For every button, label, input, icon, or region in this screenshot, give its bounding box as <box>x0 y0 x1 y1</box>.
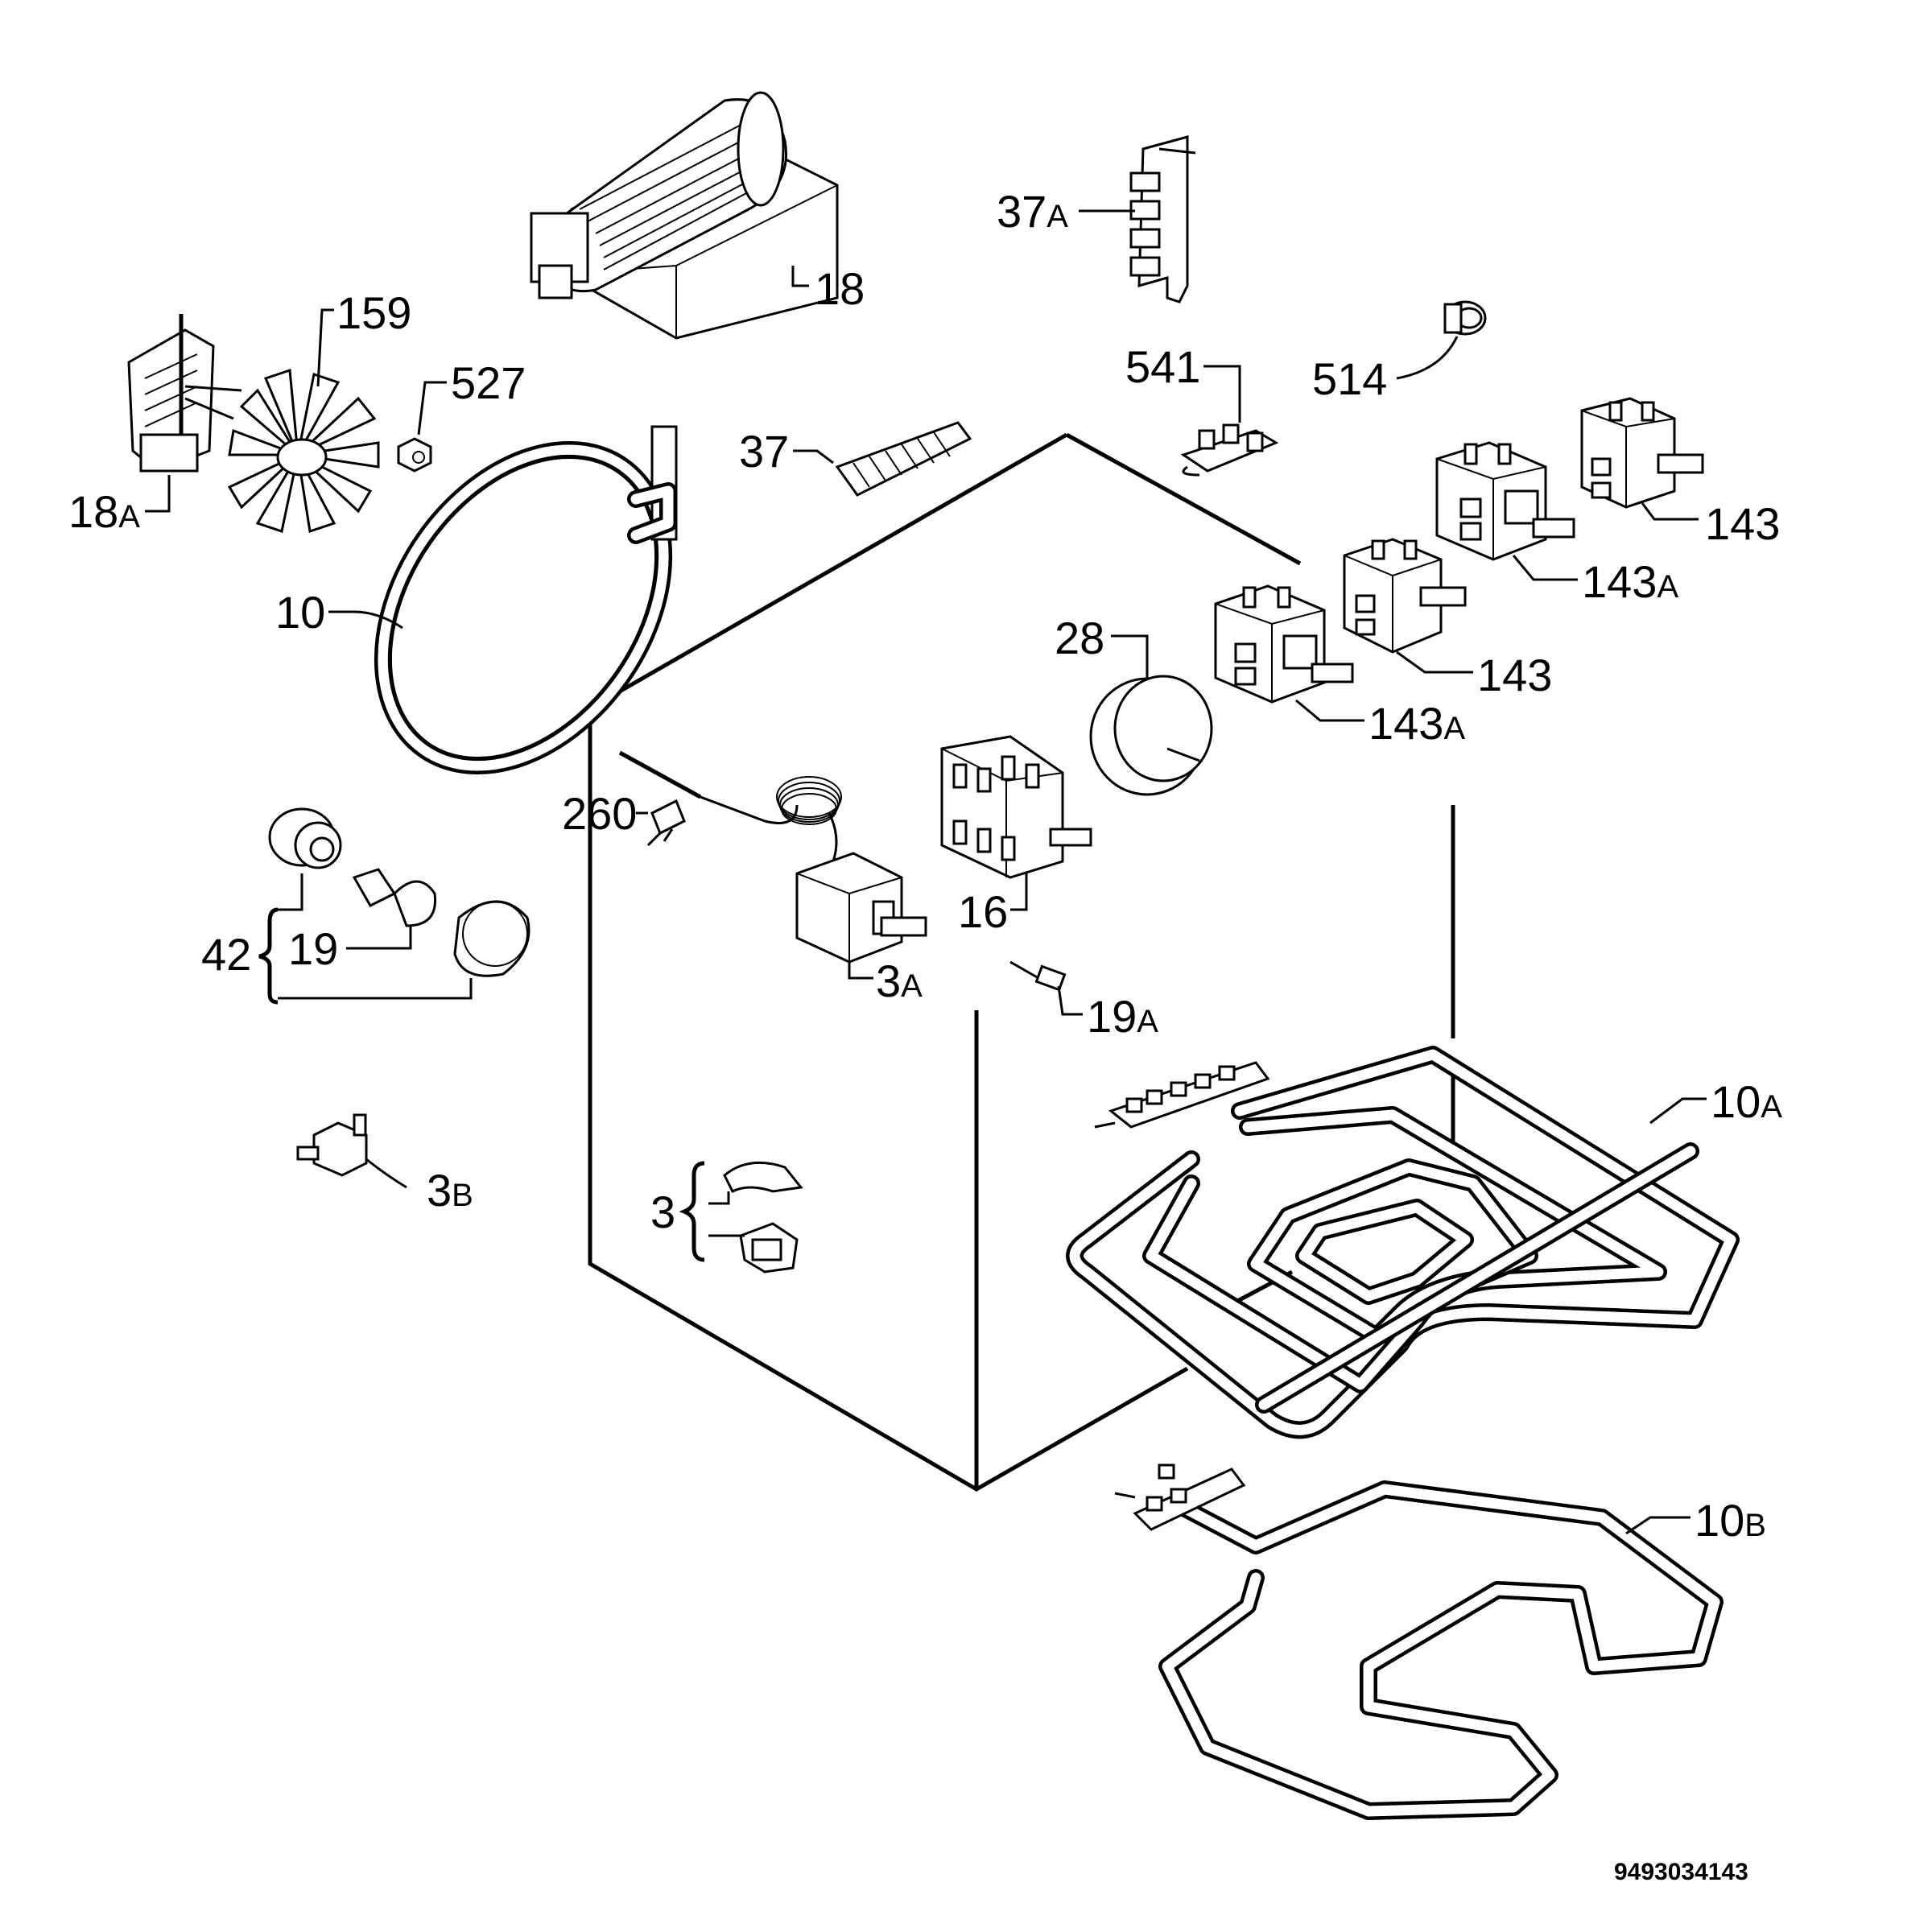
label-42: 42 <box>201 929 251 980</box>
part-541-small-switch: 541 <box>1125 341 1279 477</box>
label-3a: 3A <box>876 956 923 1006</box>
part-3-thermal-cutouts: 3 <box>650 1161 803 1274</box>
part-42-lamp-assembly: 42 19 <box>201 807 530 1005</box>
label-10a: 10A <box>1711 1076 1782 1127</box>
part-527-nut: 527 <box>397 357 526 473</box>
drawing-code: 9493034143 <box>1614 1859 1748 1885</box>
label-159: 159 <box>336 287 411 338</box>
label-3: 3 <box>650 1187 675 1237</box>
label-143-mid: 143 <box>1477 650 1552 700</box>
label-260: 260 <box>562 788 637 839</box>
label-19a: 19A <box>1087 991 1158 1042</box>
label-37: 37 <box>739 426 789 477</box>
part-260-clip: 260 <box>562 788 686 847</box>
part-37-terminal-block: 37 <box>739 421 972 497</box>
part-159-fan-blade: 159 <box>227 287 411 533</box>
part-3a-thermostat: 3A <box>618 750 927 1006</box>
label-18a: 18A <box>68 486 140 537</box>
part-143a-top-switch: 143A <box>1435 441 1678 607</box>
part-18a-fan-motor: 18A <box>68 314 242 537</box>
part-10b-bottom-element: 10B <box>1114 1463 1766 1820</box>
label-19: 19 <box>288 923 338 974</box>
label-37a: 37A <box>997 186 1068 237</box>
label-143a-mid: 143A <box>1368 698 1465 749</box>
part-3b-safety-thermostat: 3B <box>296 1113 473 1216</box>
part-37a-terminal-strip: 37A <box>997 135 1196 303</box>
label-541: 541 <box>1125 341 1200 392</box>
part-19a-lead: 19A <box>1009 960 1158 1042</box>
label-10b: 10B <box>1695 1495 1766 1546</box>
part-10-circular-element: 10 <box>275 425 678 775</box>
part-143a-mid-switch: 143A <box>1214 584 1465 749</box>
oven-cavity-outline <box>588 432 1455 1492</box>
part-28-timer: 28 <box>1055 613 1213 796</box>
label-143-top: 143 <box>1705 498 1780 549</box>
label-28: 28 <box>1055 613 1104 663</box>
part-16-selector-switch: 16 <box>940 735 1092 937</box>
part-143-mid-switch: 143 <box>1343 538 1552 700</box>
label-16: 16 <box>958 886 1008 937</box>
part-143-top-switch: 143 <box>1580 397 1780 549</box>
label-527: 527 <box>451 357 526 408</box>
label-10: 10 <box>275 587 325 638</box>
part-18-tangential-fan: 18 <box>530 91 865 340</box>
part-10a-grill-element: 10A <box>1066 1046 1782 1439</box>
label-18: 18 <box>815 263 865 314</box>
label-143a-top: 143A <box>1582 556 1678 607</box>
part-514-lamp-holder: 514 <box>1312 300 1487 404</box>
label-514: 514 <box>1312 353 1387 404</box>
label-3b: 3B <box>427 1165 473 1216</box>
